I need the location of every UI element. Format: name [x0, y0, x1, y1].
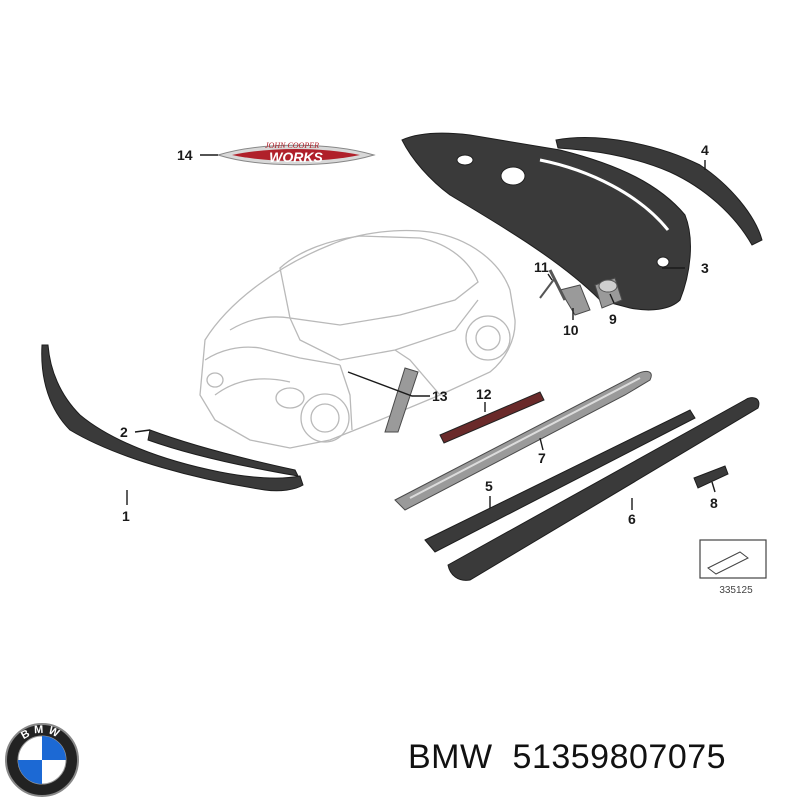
- callout-10: 10: [563, 322, 579, 338]
- leader-lines: [126, 154, 716, 510]
- callout-11: 11: [534, 259, 549, 275]
- callout-3: 3: [701, 260, 709, 276]
- product-title: BMW 51359807075: [408, 738, 798, 782]
- front-splitter: [41, 344, 304, 492]
- rear-diffuser: [555, 137, 763, 246]
- part-number: 51359807075: [512, 738, 727, 776]
- badge-line2: WORKS: [269, 149, 323, 165]
- side-skirt-6: [447, 397, 760, 581]
- callout-14: 14: [177, 147, 193, 163]
- callout-6: 6: [628, 511, 636, 527]
- sill-badge-strip: [439, 391, 545, 444]
- callout-8: 8: [710, 495, 718, 511]
- side-trim: [384, 367, 419, 433]
- rear-bumper: [401, 132, 691, 311]
- brand-name: BMW: [408, 738, 493, 776]
- front-lip: [147, 429, 299, 477]
- side-sill: [394, 371, 652, 511]
- bmw-logo-icon: BMW: [5, 723, 79, 797]
- reference-box: 335125: [699, 539, 767, 596]
- reference-number: 335125: [719, 585, 753, 596]
- jcw-badge: JOHN COOPER WORKS: [216, 141, 376, 166]
- car-outline: [199, 229, 516, 449]
- callouts: 1 2 3 4 5 6 7 8 9 10 11 12 13 14: [120, 142, 718, 527]
- callout-1: 1: [122, 508, 130, 524]
- callout-9: 9: [609, 311, 617, 327]
- clip-8: [693, 465, 729, 489]
- callout-2: 2: [120, 424, 128, 440]
- callout-5: 5: [485, 478, 493, 494]
- callout-4: 4: [701, 142, 709, 158]
- side-skirt-5: [424, 409, 696, 553]
- callout-13: 13: [432, 388, 448, 404]
- callout-12: 12: [476, 386, 492, 402]
- small-hardware: [539, 269, 623, 316]
- badge-line1: JOHN COOPER: [265, 141, 319, 150]
- callout-7: 7: [538, 450, 546, 466]
